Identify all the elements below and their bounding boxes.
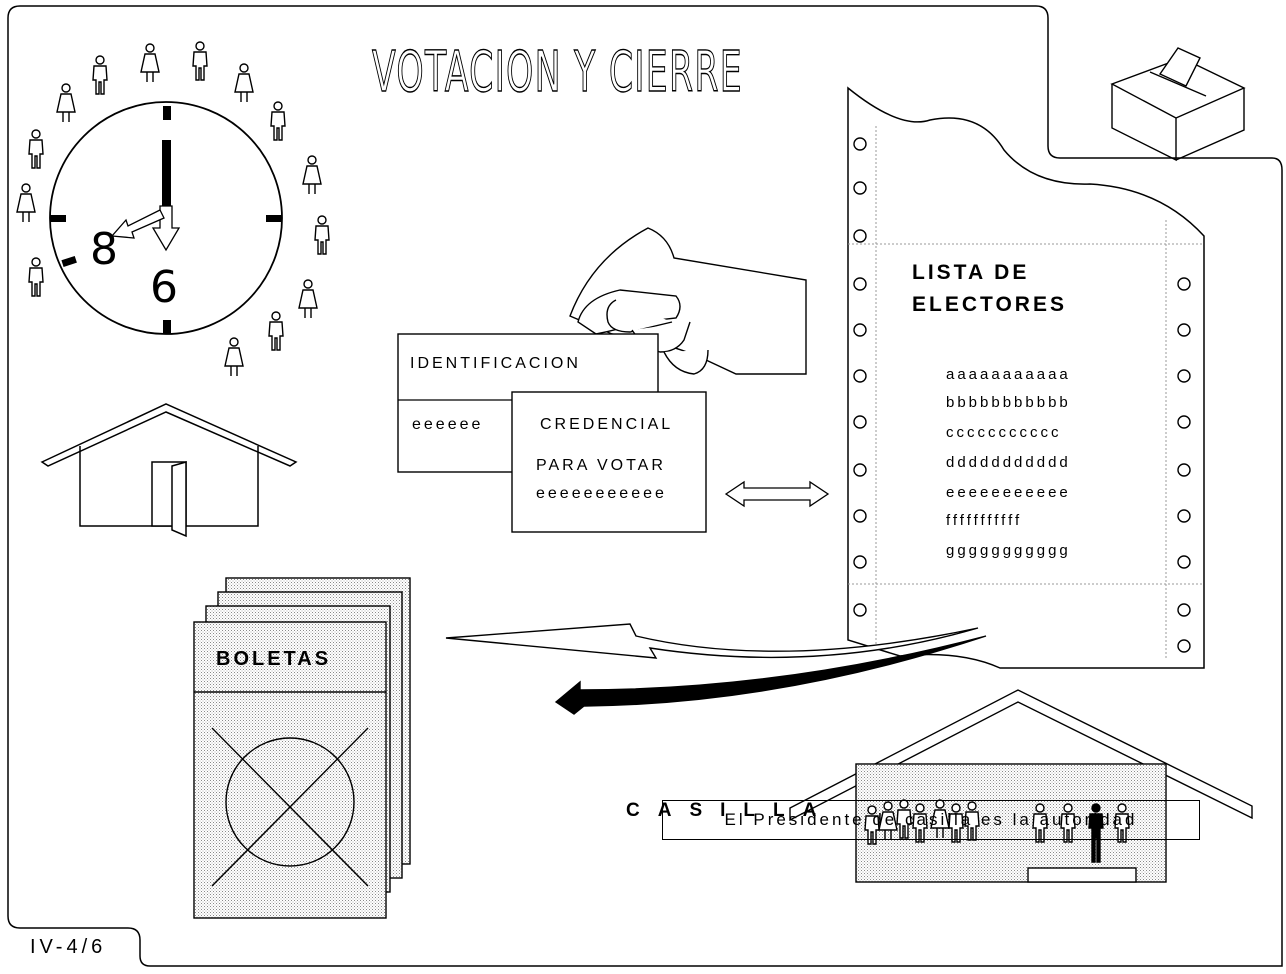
id-card-label: IDENTIFICACION — [410, 355, 581, 372]
page-code: IV-4/6 — [30, 936, 107, 958]
clock-icon — [49, 101, 283, 335]
page-title: VOTACION Y CIERRE — [372, 39, 743, 105]
boletas-label: BOLETAS — [216, 648, 332, 670]
lista-entry: bbbbbbbbbbb — [946, 394, 1071, 411]
electoral-list — [847, 86, 1205, 669]
lista-entry: ggggggggggg — [946, 542, 1071, 559]
credencial-filler: eeeeeeeeeee — [536, 485, 667, 502]
clock-hour-label: 8 — [90, 224, 118, 275]
lista-entry: ccccccccccc — [946, 424, 1062, 441]
lista-heading-line2: ELECTORES — [912, 293, 1067, 316]
casilla-label: CASILLA — [626, 800, 835, 821]
lista-entry: aaaaaaaaaaa — [946, 366, 1071, 383]
credencial-line2: PARA VOTAR — [536, 457, 666, 474]
lista-heading-line1: LISTA DE — [912, 261, 1030, 284]
house-icon — [40, 403, 298, 538]
hand-icon — [569, 227, 807, 375]
ballot-stack — [193, 577, 411, 919]
ballot-box-icon — [1110, 47, 1246, 162]
id-card-filler: eeeeee — [412, 416, 484, 433]
clock-six-label: 6 — [150, 262, 178, 313]
page-frame — [7, 5, 1283, 967]
polling-station-icon — [789, 689, 1253, 883]
lista-entry: ddddddddddd — [946, 454, 1071, 471]
lista-entry: eeeeeeeeeee — [946, 484, 1071, 501]
lista-entry: fffffffffff — [946, 512, 1023, 529]
double-arrow-icon — [724, 480, 830, 508]
credencial-card — [511, 391, 707, 533]
caption-box: El Presidente de casilla es la autoridad — [662, 800, 1200, 840]
credencial-line1: CREDENCIAL — [540, 416, 674, 433]
president-figure — [1088, 803, 1104, 863]
curved-arrow-icon — [445, 623, 987, 715]
